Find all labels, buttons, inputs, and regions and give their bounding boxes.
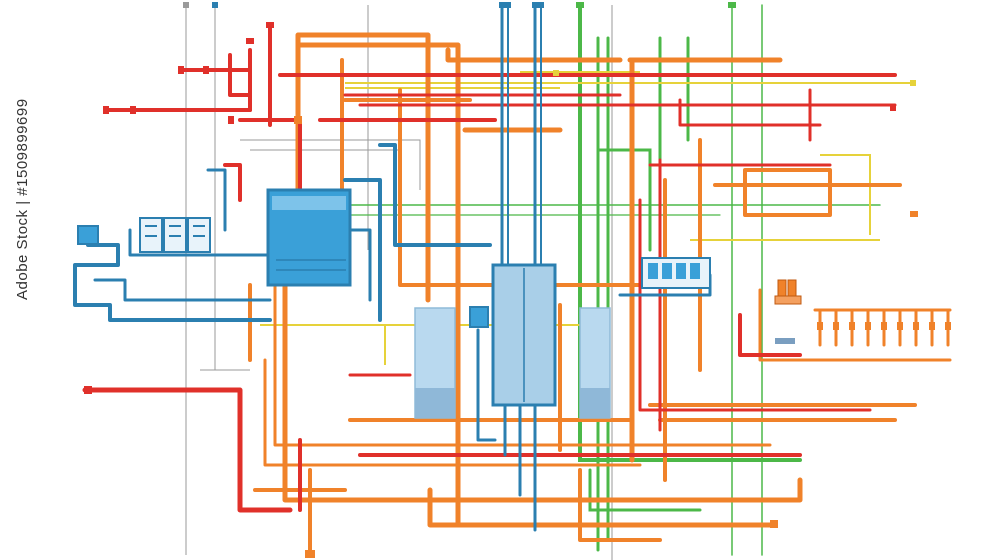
yellow-valve-fitting [553, 70, 559, 76]
red-valve-fitting [246, 38, 254, 44]
blue-pipe [343, 228, 372, 302]
red-valve-fitting [890, 105, 896, 111]
central-tank [491, 263, 557, 407]
yellow-pipe [820, 154, 871, 235]
red-valve-fitting [103, 106, 109, 114]
right-manifold [817, 322, 951, 330]
blue-end-cap [212, 2, 218, 8]
blue-pipe [206, 168, 227, 232]
right-tank [579, 307, 611, 419]
blue-pipe [378, 143, 492, 247]
orange-pipe [263, 358, 642, 467]
blue-pipes [73, 3, 712, 532]
orange-pipe [445, 47, 623, 63]
orange-valve-fitting [910, 211, 918, 217]
orange-pipe [273, 283, 772, 447]
orange-pipes [248, 32, 952, 557]
left-rack-units [139, 217, 211, 253]
red-pipe [678, 98, 822, 127]
red-pipe [638, 198, 872, 412]
yellow-valve-fitting [910, 80, 916, 86]
red-pipe [223, 163, 242, 202]
green-end-cap [576, 2, 584, 8]
red-valve-fitting [130, 106, 136, 114]
main-control-panel [266, 188, 352, 287]
grey-end-cap [183, 2, 189, 8]
blue-pipe [93, 278, 272, 302]
orange-pipe [398, 88, 642, 287]
stock-watermark-id: Adobe Stock | #1509899699 [14, 98, 31, 300]
green-pipe [578, 3, 802, 462]
green-pipe [596, 148, 652, 252]
orange-pipe [295, 42, 461, 528]
right-control-panel [641, 257, 711, 289]
orange-valve-fitting [770, 520, 778, 528]
red-pipes [82, 23, 897, 513]
red-pipe [82, 387, 293, 513]
green-pipe [588, 468, 702, 512]
red-pipe [738, 313, 802, 357]
pipe-fittings [84, 2, 918, 558]
red-valve-fitting [84, 386, 92, 394]
orange-pipe [282, 282, 803, 503]
left-tank [414, 307, 456, 419]
orange-pipe [427, 487, 778, 528]
right-valve-cluster [774, 279, 802, 344]
blue-end-cap [499, 2, 511, 8]
orange-valve-fitting [294, 116, 302, 124]
green-end-cap [728, 2, 736, 8]
orange-pipe [743, 168, 832, 217]
orange-pipe [758, 288, 952, 362]
red-valve-fitting [266, 22, 274, 28]
red-pipe [228, 53, 252, 97]
blue-pipe [128, 228, 272, 257]
orange-pipe [578, 468, 662, 542]
blue-pipe [476, 328, 497, 442]
blue-pipe [73, 243, 272, 322]
small-center-box [469, 306, 489, 328]
blue-end-cap [532, 2, 544, 8]
red-valve-fitting [178, 66, 184, 74]
blue-pipe [343, 178, 382, 322]
red-valve-fitting [228, 116, 234, 124]
small-left-box [77, 225, 99, 245]
orange-valve-fitting [305, 550, 315, 558]
red-valve-fitting [203, 66, 209, 74]
